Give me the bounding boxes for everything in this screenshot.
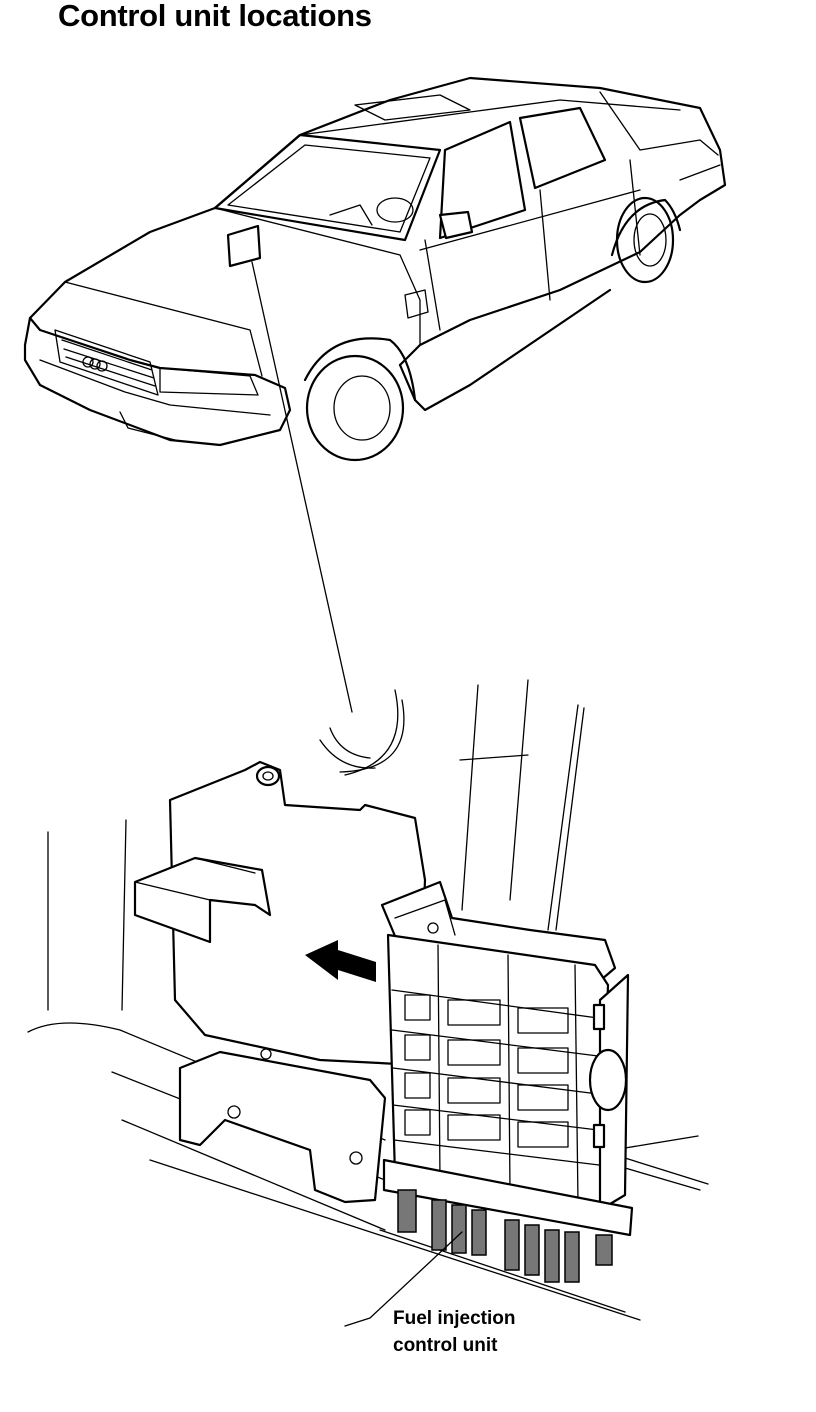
callout-label-line2: control unit (393, 1335, 498, 1356)
mounting-area (27, 679, 709, 1321)
callout-label-line1: Fuel injection (393, 1308, 516, 1329)
leader-line (251, 261, 353, 713)
car-illustration (23, 76, 727, 462)
page-title: Control unit locations (58, 0, 372, 33)
insert-direction-arrow (305, 940, 376, 982)
fuel-injection-control-unit (380, 880, 634, 1283)
callout-leader-line (344, 1231, 463, 1327)
